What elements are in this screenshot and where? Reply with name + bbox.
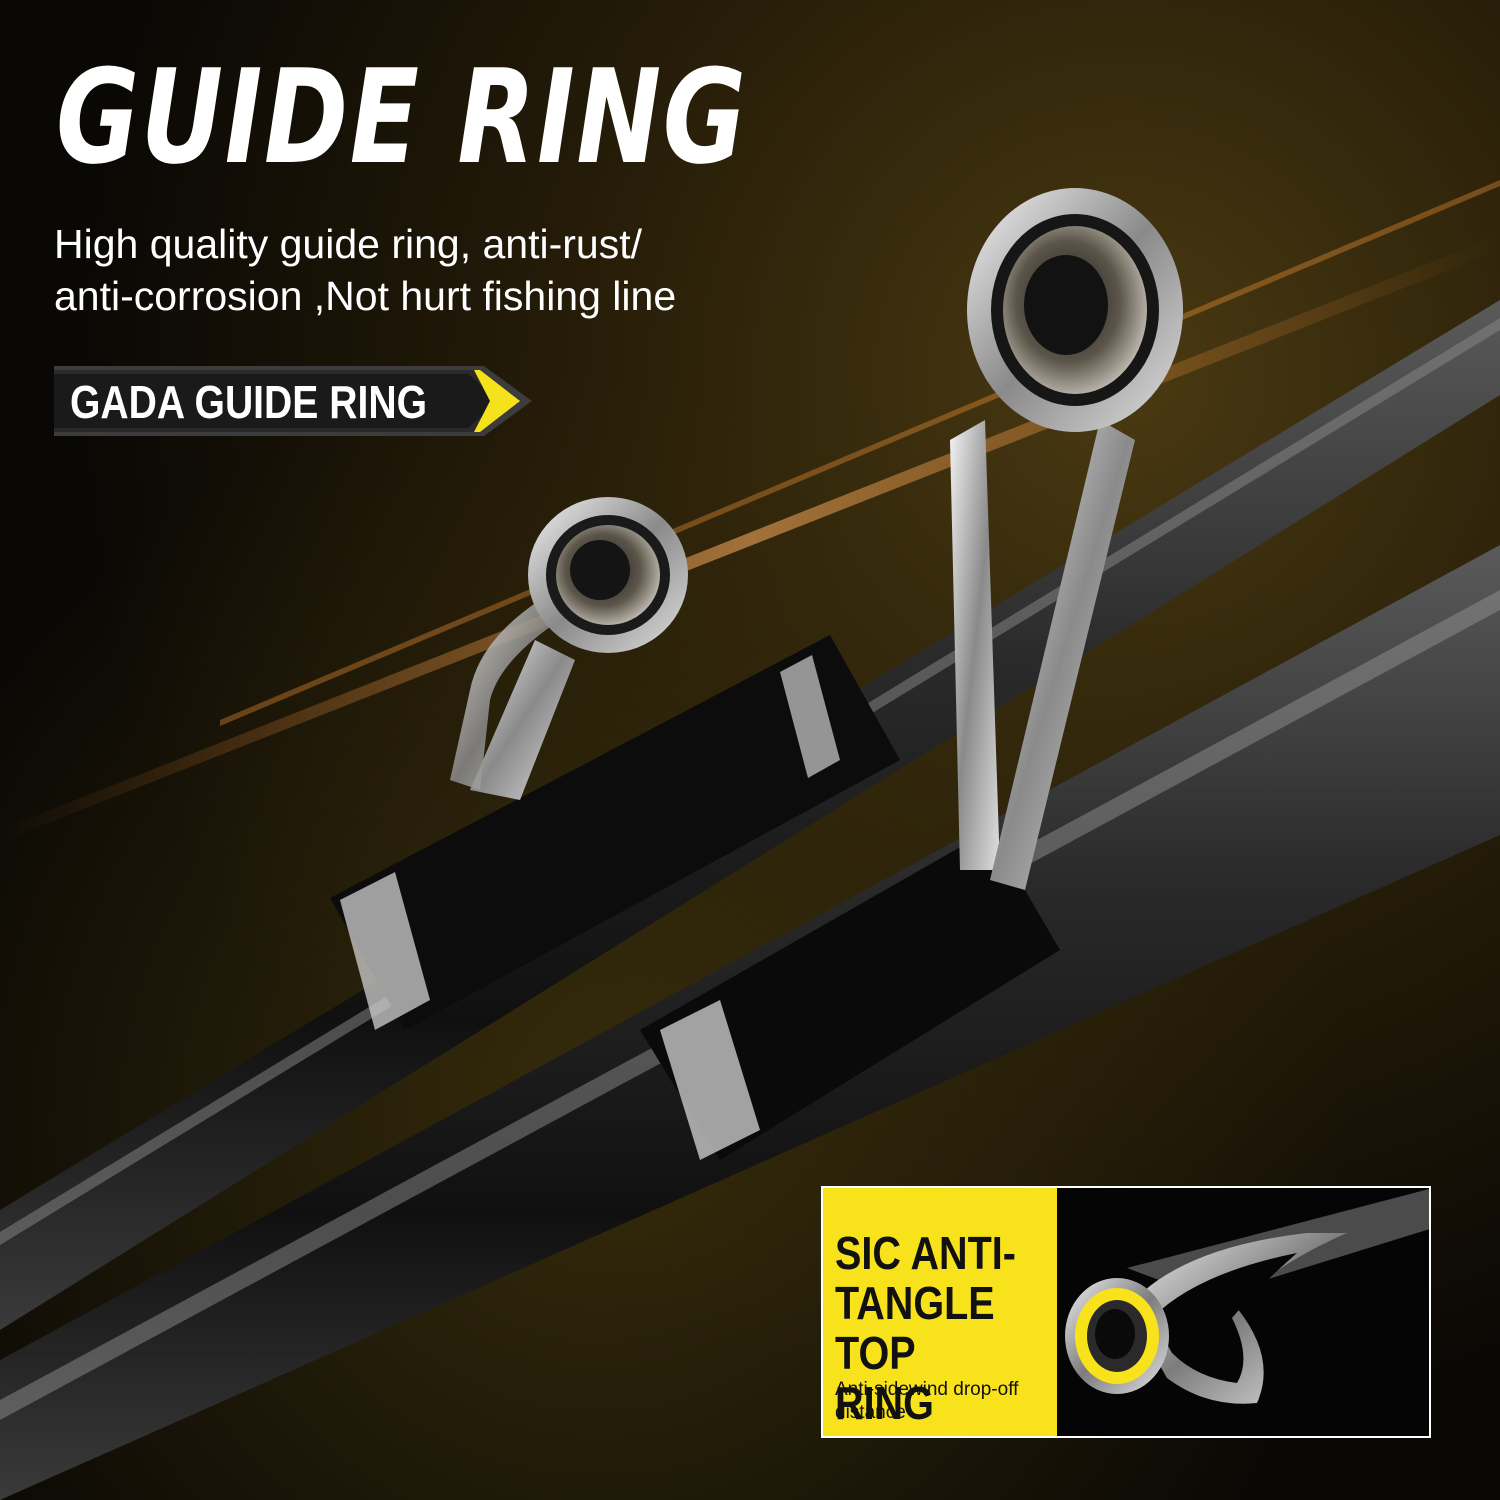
description: High quality guide ring, anti-rust/ anti…: [54, 218, 854, 322]
description-line-2: anti-corrosion ,Not hurt fishing line: [54, 273, 677, 319]
top-ring-photo: [1065, 1189, 1429, 1404]
headline: GUIDE RING: [56, 41, 748, 193]
tag-arrow-shape: [54, 366, 532, 436]
top-ring-inset: SIC ANTI-TANGLE TOP RING Anti-sidewind d…: [821, 1186, 1431, 1438]
inset-text-panel: SIC ANTI-TANGLE TOP RING Anti-sidewind d…: [823, 1188, 1057, 1436]
inset-subtitle: Anti-sidewind drop-off distance: [835, 1379, 1019, 1423]
inset-photo-panel: [1057, 1188, 1429, 1436]
inset-title: SIC ANTI-TANGLE TOP RING: [835, 1227, 1016, 1429]
gada-guide-ring-tag: GADA GUIDE RING: [54, 366, 534, 436]
tag-label: GADA GUIDE RING: [70, 376, 427, 428]
description-line-1: High quality guide ring, anti-rust/: [54, 221, 642, 267]
